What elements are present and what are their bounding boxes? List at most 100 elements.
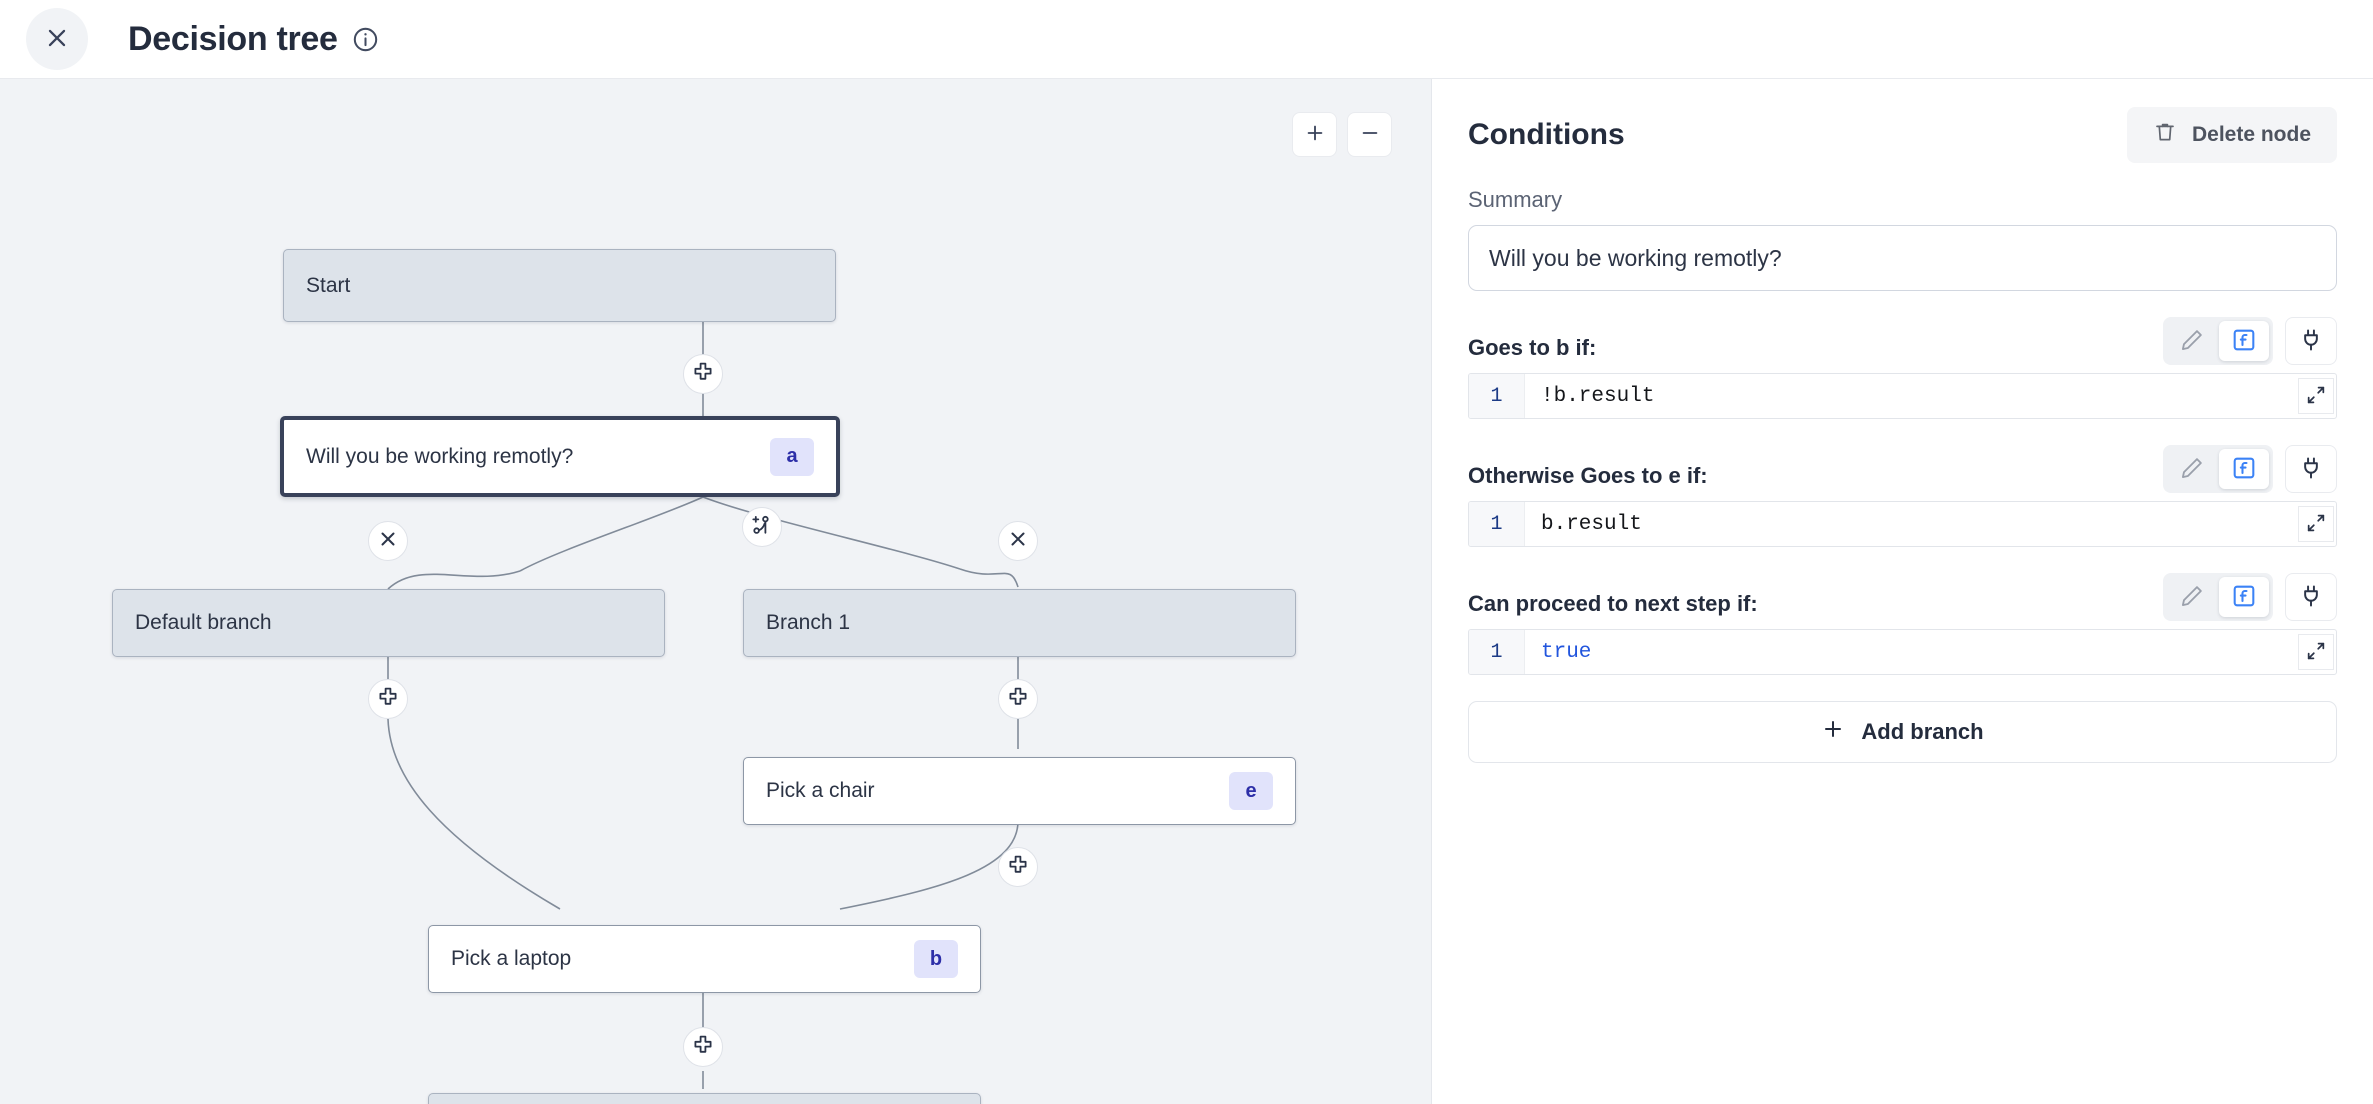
zoom-controls (1292, 112, 1392, 157)
line-number: 1 (1469, 502, 1525, 546)
flow-node-label: Pick a chair (766, 779, 875, 802)
minus-icon (1359, 122, 1381, 147)
close-icon (1006, 527, 1030, 556)
flow-node-badge: a (770, 437, 814, 476)
expand-icon (2305, 640, 2327, 665)
condition-label: Otherwise Goes to e if: (1468, 463, 1708, 488)
code-editor[interactable]: 1 b.result (1468, 501, 2337, 547)
insert-node-handle-pick-a-chair[interactable] (998, 847, 1038, 887)
expand-icon (2305, 512, 2327, 537)
condition-label: Can proceed to next step if: (1468, 591, 1758, 616)
trash-icon (2153, 120, 2177, 150)
flow-node-label: Will you be working remotly? (306, 444, 574, 468)
flow-node-question[interactable]: Will you be working remotly? a (280, 416, 840, 497)
expand-editor-button[interactable] (2298, 506, 2334, 542)
info-icon[interactable] (352, 26, 379, 53)
condition-header: Goes to b if: (1468, 317, 2337, 365)
plus-icon (1304, 122, 1326, 147)
editor-mode-toggle (2163, 573, 2273, 621)
expand-icon (2305, 384, 2327, 409)
flow-node-start[interactable]: Start (283, 249, 836, 322)
code-content[interactable]: b.result (1541, 512, 1642, 536)
flow-node-label: Pick a laptop (451, 947, 572, 970)
app-header: Decision tree (0, 0, 2373, 79)
code-content[interactable]: true (1541, 640, 1592, 664)
connect-resource-button[interactable] (2285, 317, 2337, 365)
add-branch-handle[interactable] (742, 507, 782, 547)
page-title: Decision tree (128, 19, 338, 58)
flow-node-label: Default branch (135, 611, 272, 634)
plus-icon (1821, 717, 1845, 747)
expand-editor-button[interactable] (2298, 378, 2334, 414)
expression-mode-button[interactable] (2219, 449, 2269, 489)
close-icon (44, 25, 70, 54)
editor-mode-toggle (2163, 317, 2273, 365)
remove-branch-handle-left[interactable] (368, 521, 408, 561)
insert-node-handle-default-branch[interactable] (368, 679, 408, 719)
flow-node-label: Start (306, 273, 351, 297)
condition-tools (2163, 445, 2337, 493)
main-body: Start Will you be working remotly? a Def… (0, 79, 2373, 1104)
pencil-icon (2179, 327, 2205, 356)
line-number: 1 (1469, 630, 1525, 674)
expand-editor-button[interactable] (2298, 634, 2334, 670)
condition-tools (2163, 317, 2337, 365)
insert-node-icon (691, 360, 715, 389)
zoom-in-button[interactable] (1292, 112, 1337, 157)
zoom-out-button[interactable] (1347, 112, 1392, 157)
condition-row: Can proceed to next step if: (1468, 573, 2337, 675)
function-icon (2231, 455, 2257, 484)
condition-label: Goes to b if: (1468, 335, 1597, 360)
add-branch-label: Add branch (1861, 719, 1984, 744)
summary-field: Summary (1468, 187, 2337, 291)
summary-label: Summary (1468, 187, 1563, 212)
plug-icon (2298, 583, 2324, 612)
add-branch-button[interactable]: Add branch (1468, 701, 2337, 763)
pencil-mode-button[interactable] (2167, 449, 2217, 489)
remove-branch-handle-right[interactable] (998, 521, 1038, 561)
insert-node-icon (691, 1033, 715, 1062)
insert-node-icon (376, 685, 400, 714)
insert-node-handle-branch-1[interactable] (998, 679, 1038, 719)
connect-resource-button[interactable] (2285, 573, 2337, 621)
pencil-icon (2179, 583, 2205, 612)
add-branch-icon (750, 513, 774, 542)
pencil-mode-button[interactable] (2167, 321, 2217, 361)
insert-node-handle-laptop-end[interactable] (683, 1027, 723, 1067)
close-button[interactable] (26, 8, 88, 70)
conditions-panel: Conditions Delete node Summary Goes to b… (1432, 79, 2373, 1104)
pencil-mode-button[interactable] (2167, 577, 2217, 617)
function-icon (2231, 327, 2257, 356)
code-editor[interactable]: 1 !b.result (1468, 373, 2337, 419)
flow-node-label: Branch 1 (766, 611, 851, 634)
panel-header: Conditions Delete node (1468, 107, 2337, 163)
flow-node-badge: e (1229, 772, 1273, 810)
connect-resource-button[interactable] (2285, 445, 2337, 493)
flow-node-end[interactable]: End (428, 1093, 981, 1104)
insert-node-handle-start-a[interactable] (683, 354, 723, 394)
code-editor[interactable]: 1 true (1468, 629, 2337, 675)
flow-node-badge: b (914, 940, 958, 978)
condition-row: Otherwise Goes to e if: (1468, 445, 2337, 547)
summary-input[interactable] (1468, 225, 2337, 291)
expression-mode-button[interactable] (2219, 321, 2269, 361)
flow-node-branch-1[interactable]: Branch 1 (743, 589, 1296, 657)
insert-node-icon (1006, 685, 1030, 714)
flow-node-default-branch[interactable]: Default branch (112, 589, 665, 657)
panel-title: Conditions (1468, 118, 1625, 151)
pencil-icon (2179, 455, 2205, 484)
flow-node-pick-a-chair[interactable]: Pick a chair e (743, 757, 1296, 825)
line-number: 1 (1469, 374, 1525, 418)
insert-node-icon (1006, 853, 1030, 882)
flow-canvas[interactable]: Start Will you be working remotly? a Def… (0, 79, 1432, 1104)
flow-node-pick-a-laptop[interactable]: Pick a laptop b (428, 925, 981, 993)
code-content[interactable]: !b.result (1541, 384, 1655, 408)
delete-node-button[interactable]: Delete node (2126, 107, 2337, 163)
delete-node-label: Delete node (2191, 123, 2311, 146)
function-icon (2231, 583, 2257, 612)
condition-header: Can proceed to next step if: (1468, 573, 2337, 621)
condition-header: Otherwise Goes to e if: (1468, 445, 2337, 493)
condition-row: Goes to b if: (1468, 317, 2337, 419)
condition-tools (2163, 573, 2337, 621)
expression-mode-button[interactable] (2219, 577, 2269, 617)
